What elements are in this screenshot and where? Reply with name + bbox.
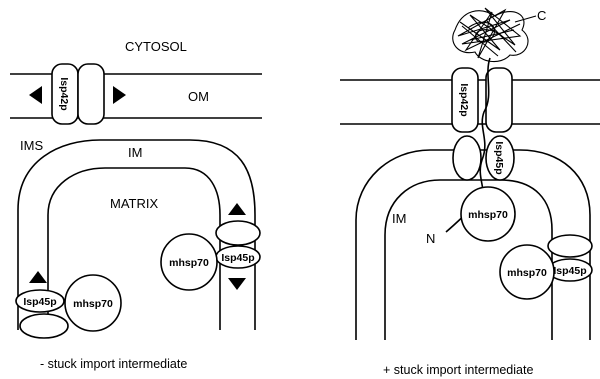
om-label: OM: [188, 89, 209, 104]
arrow-down-icon: [228, 278, 246, 290]
arrow-up-icon: [29, 271, 47, 283]
isp42p-channel-right-half: [486, 68, 512, 132]
isp42p-label: Isp42p: [58, 77, 70, 110]
isp45p-partner-ring: [548, 235, 592, 257]
n-terminus-label: N: [426, 231, 435, 246]
ims-label: IMS: [20, 138, 43, 153]
matrix-label: MATRIX: [110, 196, 158, 211]
isp45p-label: Isp45p: [553, 265, 586, 277]
isp45p-label: Isp45p: [221, 252, 254, 264]
folded-precursor-domain: [453, 8, 536, 62]
mhsp70-label: mhsp70: [468, 209, 508, 221]
left-caption: - stuck import intermediate: [40, 357, 187, 371]
mhsp70-label: mhsp70: [73, 298, 113, 310]
left-panel: CYTOSOL OM Isp42p IMS IM MATRIX Isp45p m…: [10, 39, 262, 371]
isp42p-channel-right-half: [78, 64, 104, 124]
arrow-right-icon: [113, 86, 126, 104]
c-terminus-label: C: [537, 8, 546, 23]
arrow-left-icon: [29, 86, 42, 104]
isp42p-label: Isp42p: [458, 83, 470, 116]
isp45p-label: Isp45p: [23, 296, 56, 308]
isp45p-label: Isp45p: [493, 141, 505, 174]
arrow-up-icon: [228, 203, 246, 215]
im-label: IM: [392, 211, 406, 226]
isp45p-partner-ring: [20, 314, 68, 338]
cytosol-label: CYTOSOL: [125, 39, 187, 54]
im-label: IM: [128, 145, 142, 160]
right-caption: + stuck import intermediate: [383, 363, 533, 377]
isp45p-partner-ring: [453, 136, 481, 180]
mhsp70-label: mhsp70: [169, 257, 209, 269]
mhsp70-label: mhsp70: [507, 267, 547, 279]
right-panel: C Isp42p IM Isp45p mhsp70 N Isp45p mhsp7…: [340, 8, 600, 377]
isp45p-partner-ring: [216, 221, 260, 245]
